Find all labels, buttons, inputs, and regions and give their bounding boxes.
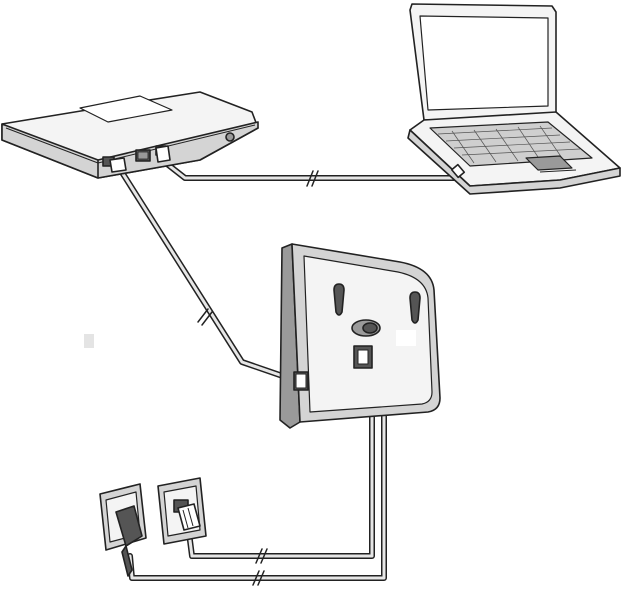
- power-socket-icon: [100, 484, 146, 576]
- grey-mark: [84, 334, 94, 348]
- cable-router-base: [118, 166, 300, 382]
- base-station-icon: [280, 244, 440, 428]
- router-icon: [2, 92, 258, 178]
- telephone-socket-icon: [158, 478, 206, 544]
- laptop-icon: [408, 4, 620, 194]
